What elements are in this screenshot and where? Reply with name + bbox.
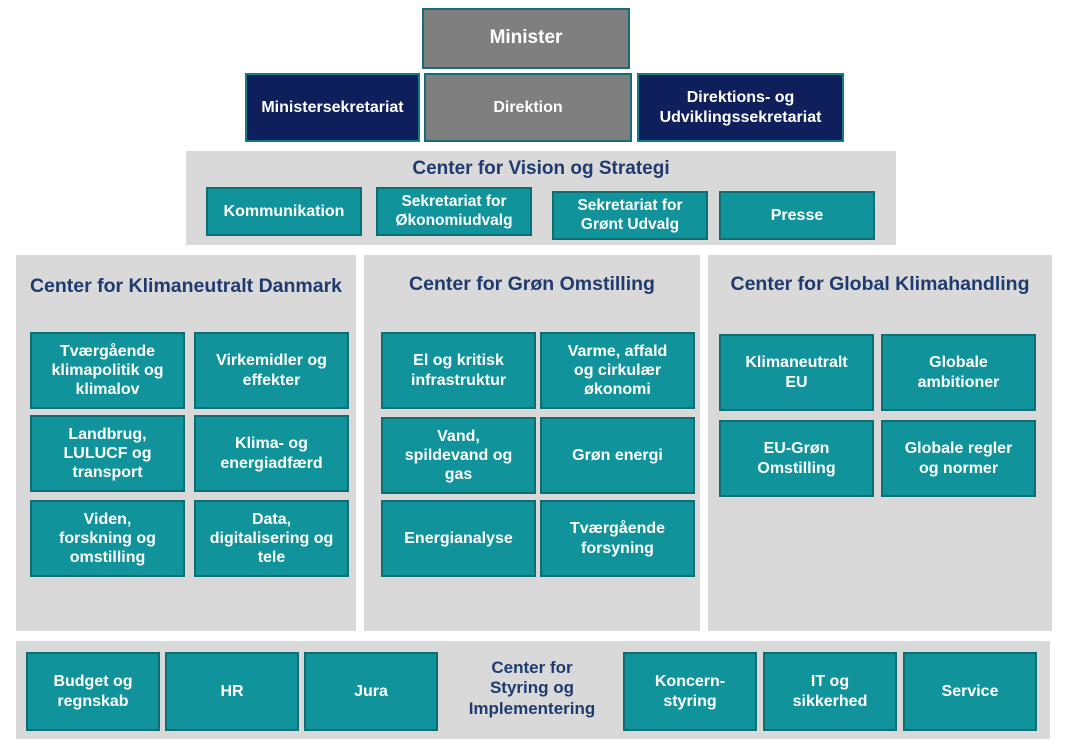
unit-tvaergaaende-forsyning: Tværgående forsyning xyxy=(540,500,695,577)
unit-sekretariat-groent-udvalg: Sekretariat for Grønt Udvalg xyxy=(552,191,708,240)
unit-label: EU-Grøn Omstilling xyxy=(757,440,836,477)
unit-service: Service xyxy=(903,652,1037,731)
unit-label: Viden, forskning og omstilling xyxy=(59,510,156,567)
unit-el-kritisk-infrastruktur: El og kritisk infrastruktur xyxy=(381,332,536,409)
unit-label: Service xyxy=(941,682,999,700)
unit-label: Budget og regnskab xyxy=(53,673,133,710)
unit-label: Koncern- styring xyxy=(654,673,726,710)
unit-globale-regler: Globale regler og normer xyxy=(881,420,1036,497)
unit-label: Energianalyse xyxy=(404,529,513,547)
unit-label: Sekretariat for Økonomiudvalg xyxy=(395,192,513,229)
unit-label: Kommunikation xyxy=(223,202,345,220)
unit-label: El og kritisk infrastruktur xyxy=(410,352,507,389)
unit-klimaneutralt-eu: Klimaneutralt EU xyxy=(719,334,874,411)
groen-title: Center for Grøn Omstilling xyxy=(409,273,655,295)
unit-presse: Presse xyxy=(719,191,875,240)
unit-sekretariat-oekonomiudvalg: Sekretariat for Økonomiudvalg xyxy=(376,187,532,236)
unit-label: Jura xyxy=(354,682,388,700)
unit-label: Tværgående forsyning xyxy=(569,520,666,557)
unit-data-digitalisering: Data, digitalisering og tele xyxy=(194,500,349,577)
unit-virkemidler: Virkemidler og effekter xyxy=(194,332,349,409)
unit-jura: Jura xyxy=(304,652,438,731)
minister-label: Minister xyxy=(489,27,563,49)
unit-globale-ambitioner: Globale ambitioner xyxy=(881,334,1036,411)
unit-vand-spildevand: Vand, spildevand og gas xyxy=(381,417,536,494)
ministersekretariat-box: Ministersekretariat xyxy=(245,73,420,142)
unit-hr: HR xyxy=(165,652,299,731)
unit-label: Virkemidler og effekter xyxy=(216,352,327,389)
unit-label: Landbrug, LULUCF og transport xyxy=(63,425,152,482)
unit-label: Data, digitalisering og tele xyxy=(209,510,334,567)
unit-label: IT og sikkerhed xyxy=(792,673,868,710)
unit-label: HR xyxy=(220,682,244,700)
unit-landbrug: Landbrug, LULUCF og transport xyxy=(30,415,185,492)
unit-label: Presse xyxy=(770,206,824,224)
unit-label: Globale regler og normer xyxy=(904,440,1013,477)
direktion-box: Direktion xyxy=(424,73,632,142)
direktionssekretariat-label: Direktions- og Udviklingssekretariat xyxy=(659,89,822,126)
unit-budget-regnskab: Budget og regnskab xyxy=(26,652,160,731)
unit-label: Globale ambitioner xyxy=(917,354,1000,391)
unit-varme-affald: Varme, affald og cirkulær økonomi xyxy=(540,332,695,409)
unit-label: Sekretariat for Grønt Udvalg xyxy=(577,196,683,233)
direktion-label: Direktion xyxy=(493,98,563,116)
direktionssekretariat-box: Direktions- og Udviklingssekretariat xyxy=(637,73,844,142)
unit-groen-energi: Grøn energi xyxy=(540,417,695,494)
vision-title: Center for Vision og Strategi xyxy=(412,158,670,179)
unit-tvaergaaende-klimapolitik: Tværgående klimapolitik og klimalov xyxy=(30,332,185,409)
klimaneutralt-title: Center for Klimaneutralt Danmark xyxy=(29,275,343,297)
unit-label: Vand, spildevand og gas xyxy=(404,427,513,484)
unit-label: Tværgående klimapolitik og klimalov xyxy=(51,342,164,399)
unit-energianalyse: Energianalyse xyxy=(381,500,536,577)
unit-viden-forskning: Viden, forskning og omstilling xyxy=(30,500,185,577)
unit-eu-groen-omstilling: EU-Grøn Omstilling xyxy=(719,420,874,497)
unit-klima-energiadfaerd: Klima- og energiadfærd xyxy=(194,415,349,492)
minister-box: Minister xyxy=(422,8,630,69)
unit-label: Klima- og energiadfærd xyxy=(220,435,323,472)
unit-koncernstyring: Koncern- styring xyxy=(623,652,757,731)
global-title: Center for Global Klimahandling xyxy=(730,273,1030,295)
unit-label: Varme, affald og cirkulær økonomi xyxy=(567,342,668,399)
styring-title: Center for Styring og Implementering xyxy=(468,658,596,718)
unit-label: Klimaneutralt EU xyxy=(745,354,848,391)
ministersekretariat-label: Ministersekretariat xyxy=(261,98,404,116)
unit-label: Grøn energi xyxy=(572,446,663,464)
unit-it-sikkerhed: IT og sikkerhed xyxy=(763,652,897,731)
unit-kommunikation: Kommunikation xyxy=(206,187,362,236)
